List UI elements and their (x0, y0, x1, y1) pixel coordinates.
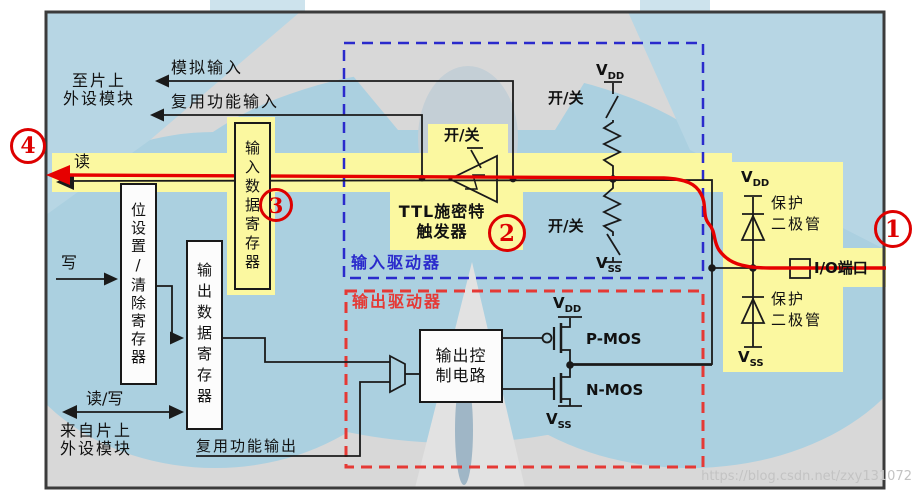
vdd-diode-label: VDD (741, 168, 770, 189)
input-driver-label: 输入驱动器 (351, 253, 442, 272)
annotation-1: 1 (874, 210, 912, 248)
bit-set-clear-register-box: 位设置/清除寄存器 (120, 183, 157, 385)
output-driver-label: 输出驱动器 (352, 292, 443, 311)
protection-diode-bottom-label: 保护 二极管 (771, 290, 823, 329)
alt-function-output-label: 复用功能输出 (196, 437, 299, 455)
to-onchip-peripherals-label: 至片上 外设模块 (62, 71, 135, 108)
vss-pulldown-label: VSS (596, 254, 622, 275)
write-label: 写 (61, 253, 80, 272)
on-off-trigger-label: 开/关 (444, 126, 480, 144)
analog-input-label: 模拟输入 (171, 58, 244, 77)
vss-diode-label: VSS (738, 348, 764, 369)
annotation-4: 4 (10, 128, 46, 164)
from-onchip-peripherals-label: 来自片上 外设模块 (59, 421, 132, 458)
output-driver-region (344, 289, 705, 469)
on-off-pullup-label: 开/关 (548, 89, 584, 107)
nmos-label: N-MOS (586, 381, 644, 399)
alt-function-input-label: 复用功能输入 (171, 92, 280, 111)
read-label: 读 (74, 152, 93, 171)
annotation-3: 3 (259, 188, 293, 222)
pmos-label: P-MOS (586, 330, 642, 348)
vss-nmos-label: VSS (546, 410, 572, 431)
vdd-pullup-label: VDD (596, 61, 625, 82)
on-off-pulldown-label: 开/关 (548, 217, 584, 235)
schmitt-trigger-label: TTL施密特 触发器 (398, 202, 486, 241)
vdd-pmos-label: VDD (553, 294, 582, 315)
read-write-label: 读/写 (86, 389, 124, 408)
annotation-2: 2 (488, 214, 526, 252)
protection-diode-top-label: 保护 二极管 (771, 194, 823, 233)
output-control-box: 输出控 制电路 (419, 329, 503, 403)
output-data-register-box: 输出数据寄存器 (186, 240, 223, 430)
watermark: https://blog.csdn.net/zxy131072 (701, 469, 912, 484)
io-port-label: I/O端口 (814, 259, 868, 277)
